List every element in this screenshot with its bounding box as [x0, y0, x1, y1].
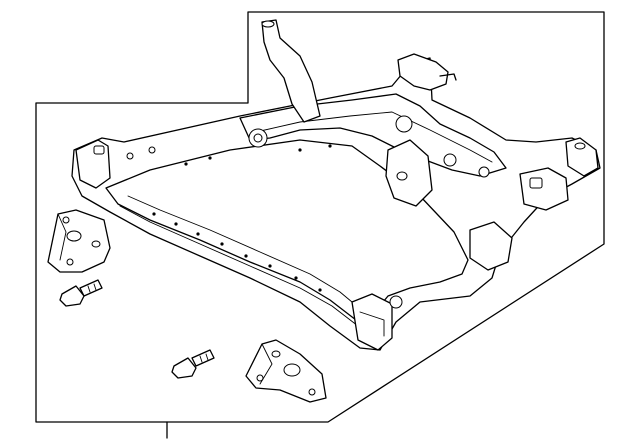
mounting-bolt-right [171, 349, 215, 379]
mounting-bolt-left [59, 279, 103, 307]
front-mount-bracket-left [47, 209, 111, 273]
background-panel [35, 11, 605, 423]
engine-cradle-crossmember [71, 19, 601, 351]
front-mount-bracket-right [245, 339, 327, 403]
